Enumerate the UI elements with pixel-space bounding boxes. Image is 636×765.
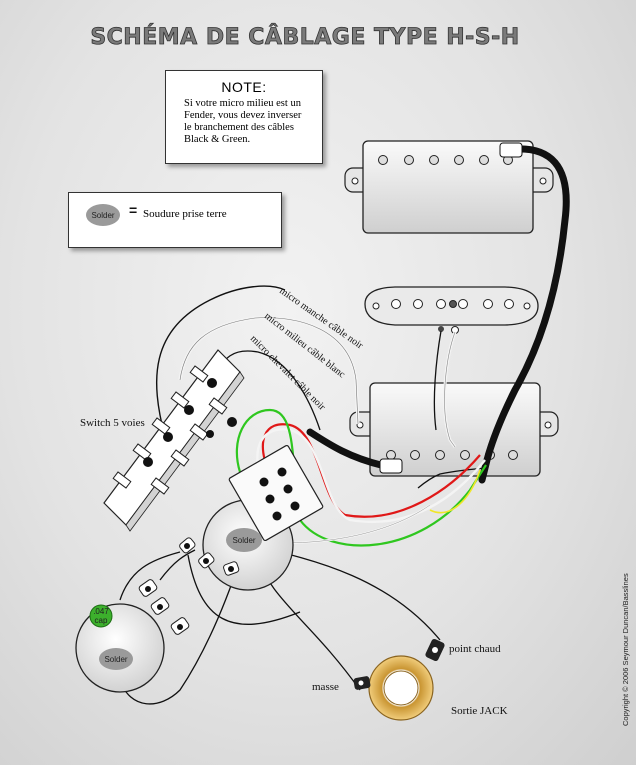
five-way-switch bbox=[103, 349, 245, 532]
note-line: Fender, vous devez inverser bbox=[184, 110, 302, 121]
note-text: Si votre micro milieu est un Fender, vou… bbox=[166, 95, 322, 146]
legend-box: Solder = Soudure prise terre bbox=[68, 192, 282, 248]
masse-label: masse bbox=[312, 681, 339, 693]
note-line: Black & Green. bbox=[184, 134, 251, 145]
legend-solder-icon: Solder = bbox=[86, 202, 137, 226]
sortie-jack-label: Sortie JACK bbox=[451, 705, 508, 717]
neck-cable-clip bbox=[499, 142, 523, 158]
point-chaud-label: point chaud bbox=[449, 643, 501, 655]
volume-pot: Solder bbox=[179, 444, 324, 591]
legend-solder-label: Solder bbox=[91, 211, 114, 220]
wire-label-bridge: micro chevalet câble noir bbox=[248, 333, 328, 413]
diagram-title: SCHÉMA DE CÂBLAGE TYPE H-S-H bbox=[90, 24, 519, 50]
middle-single-coil bbox=[364, 286, 539, 334]
solder-label-volume: Solder bbox=[232, 536, 255, 545]
cap-unit: cap bbox=[95, 616, 108, 625]
note-heading: NOTE: bbox=[221, 79, 267, 95]
switch-label: Switch 5 voies bbox=[80, 417, 145, 429]
tone-pot: Solder .047 cap bbox=[75, 579, 190, 693]
capacitor bbox=[89, 604, 113, 628]
copyright: Copyright © 2006 Seymour Duncan/Bassline… bbox=[621, 573, 630, 726]
bridge-humbucker bbox=[349, 382, 559, 477]
note-line: Si votre micro milieu est un bbox=[184, 98, 301, 109]
legend-description: Soudure prise terre bbox=[143, 208, 227, 220]
note-line: le branchement des câbles bbox=[184, 122, 294, 133]
note-box: NOTE: Si votre micro milieu est un Fende… bbox=[165, 70, 323, 164]
legend-equals: = bbox=[129, 202, 137, 218]
solder-label-tone: Solder bbox=[104, 655, 127, 664]
cap-value: .047 bbox=[93, 607, 109, 616]
neck-humbucker bbox=[344, 140, 554, 234]
output-jack bbox=[353, 638, 445, 721]
neck-cable bbox=[478, 145, 570, 484]
